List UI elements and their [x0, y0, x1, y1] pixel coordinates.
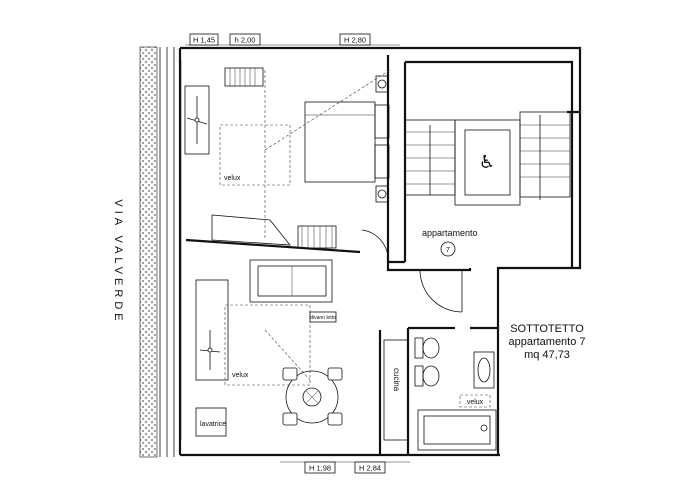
velux-left-label: velux [232, 372, 249, 379]
bottom-dimension-line: H 1,98 H 2,84 [280, 461, 410, 474]
velux-top-label: velux [224, 175, 241, 182]
velux-top: velux [219, 70, 291, 240]
summary-line2: appartamento 7 [508, 336, 585, 348]
dim-h198: H 1,98 [309, 464, 331, 473]
top-dimension-line: H 1,45 h 2,00 H 2,80 [185, 33, 400, 46]
bidet-icon [414, 365, 440, 387]
velux-bath [459, 394, 491, 408]
shower-icon [417, 409, 497, 451]
apartment-number-circle [440, 241, 456, 257]
outer-walls [178, 46, 582, 457]
dim-h200: h 2,00 [235, 36, 256, 45]
ceiling-fan-icon-left [199, 330, 221, 370]
velux-bath-label: velux [467, 399, 484, 406]
ceiling-fan-icon [184, 85, 210, 155]
divano-label: divano letto [310, 315, 336, 321]
dim-h280: H 2,80 [344, 36, 366, 45]
summary: SOTTOTETTO appartamento 7 mq 47,73 [508, 323, 585, 361]
wheelchair-icon: ♿ [479, 152, 495, 173]
bed-icon [264, 69, 391, 203]
dim-h284: H 2,84 [359, 464, 381, 473]
facade-stone-strip [139, 46, 182, 458]
staircase [404, 111, 571, 206]
street-name: VIA VALVERDE [112, 199, 124, 324]
toilet-icon [414, 337, 440, 359]
svg-text:♿: ♿ [479, 152, 495, 173]
wardrobe [211, 214, 337, 249]
door-swings [361, 229, 463, 313]
washing-machine: lavatrice [195, 407, 227, 437]
landing-label: appartamento [422, 228, 478, 238]
sink-icon [473, 351, 495, 389]
summary-line3: mq 47,73 [524, 349, 570, 361]
summary-line1: SOTTOTETTO [510, 323, 584, 335]
apartment-number: 7 [446, 247, 450, 254]
radiator-top [224, 67, 264, 87]
dim-h145: H 1,45 [193, 36, 215, 45]
lavatrice-label: lavatrice [200, 421, 226, 428]
radiator-left [195, 279, 229, 381]
kitchen-counter: cucina [383, 339, 409, 441]
cucina-label: cucina [392, 368, 401, 392]
sofa-icon: divano letto [224, 259, 337, 386]
dining-table-icon [282, 367, 343, 426]
